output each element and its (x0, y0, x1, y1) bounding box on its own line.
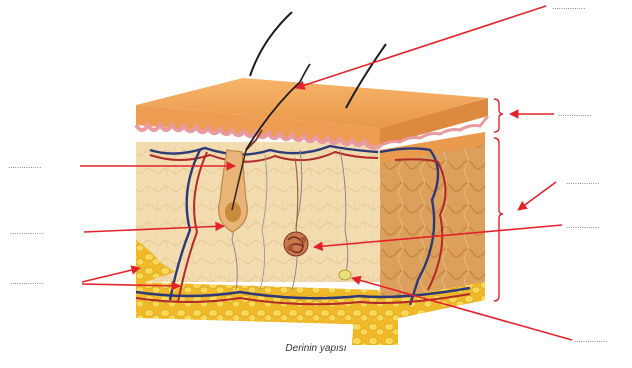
blank-label-epidermis: ............... (558, 109, 591, 118)
diagram-caption: Derinin yapısı (0, 343, 632, 354)
layer-bracket (494, 99, 503, 301)
blank-label-left-1: ............... (8, 161, 41, 170)
blank-label-left-3: ............... (10, 277, 43, 286)
dermis-layer (136, 142, 380, 282)
blank-label-sweat-gland: ............... (566, 221, 599, 230)
blank-label-dermis: ............... (566, 177, 599, 186)
blank-label-top-right: ............... (552, 2, 585, 11)
sensory-receptor-icon (339, 270, 351, 280)
epidermis-layer (136, 78, 488, 146)
blank-label-left-2: ............... (10, 227, 43, 236)
